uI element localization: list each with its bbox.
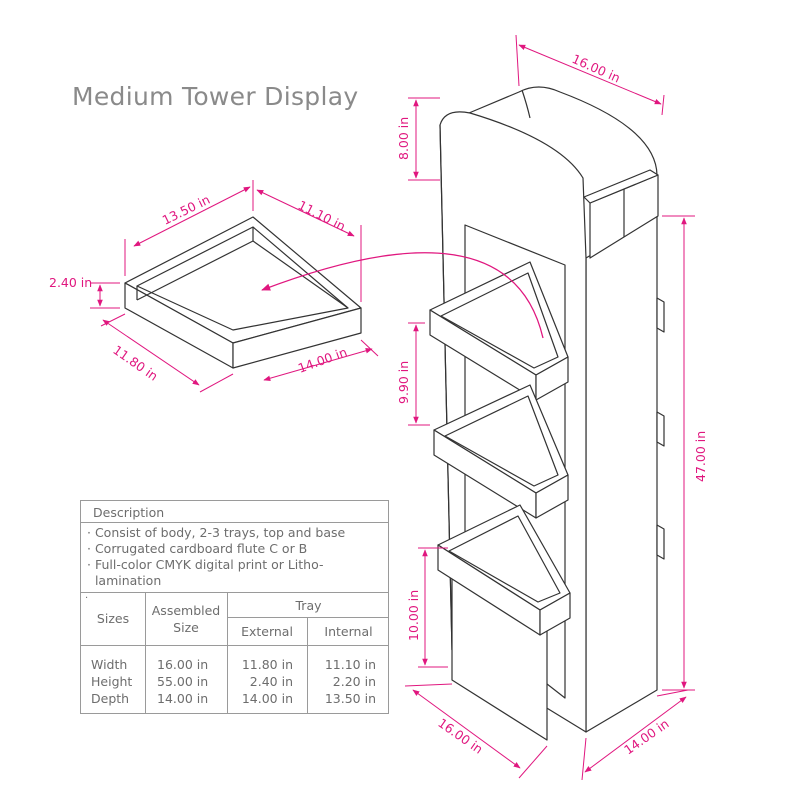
external-width: 11.80 in	[241, 657, 293, 672]
description-item: · Consist of body, 2-3 trays, top and ba…	[87, 525, 346, 540]
header-tray: Tray	[295, 598, 322, 613]
spec-table: Description · Consist of body, 2-3 trays…	[80, 500, 389, 714]
row-label-height: Height	[91, 674, 133, 689]
header-internal: Internal	[324, 624, 373, 639]
dim-label-base-height: 10.00 in	[406, 590, 421, 641]
external-depth: 14.00 in	[241, 691, 293, 706]
tower-drawing	[429, 86, 665, 741]
dim-label-tray-spacing: 9.90 in	[396, 361, 411, 404]
header-sizes: Sizes	[96, 611, 130, 626]
row-label-depth: Depth	[91, 691, 130, 706]
tray-drawing	[124, 216, 362, 369]
dim-label-tray-width-outer: 11.80 in	[110, 342, 161, 384]
dim-label-base-depth: 14.00 in	[621, 716, 672, 758]
description-item: · Full-color CMYK digital print or Litho…	[87, 557, 324, 572]
dim-label-body-height: 47.00 in	[693, 431, 708, 482]
dim-label-tray-width-inner: 11.10 in	[296, 197, 348, 234]
stray-mark: ·	[85, 593, 89, 604]
assembled-depth: 14.00 in	[157, 691, 209, 706]
header-assembled-size: Size	[173, 620, 199, 635]
row-label-width: Width	[91, 657, 128, 672]
description-item: lamination	[87, 573, 162, 588]
tray-dimension-lines	[90, 180, 379, 393]
header-external: External	[241, 624, 293, 639]
internal-height: 2.20 in	[332, 674, 376, 689]
assembled-height: 55.00 in	[157, 674, 209, 689]
tray-callout-arrow	[261, 252, 544, 339]
header-assembled: Assembled	[151, 603, 221, 618]
dim-label-tray-height: 2.40 in	[49, 275, 92, 290]
tower-right-side	[585, 215, 658, 733]
internal-width: 11.10 in	[324, 657, 376, 672]
assembled-width: 16.00 in	[157, 657, 209, 672]
internal-depth: 13.50 in	[324, 691, 376, 706]
description-item: · Corrugated cardboard flute C or B	[87, 541, 308, 556]
dim-label-top-width: 16.00 in	[570, 51, 623, 86]
tower-dimension-lines	[404, 34, 695, 781]
description-header: Description	[93, 505, 165, 520]
dim-label-base-width: 16.00 in	[435, 715, 486, 757]
diagram-title: Medium Tower Display	[72, 82, 359, 111]
dim-label-top-height: 8.00 in	[396, 117, 411, 160]
external-height: 2.40 in	[249, 674, 293, 689]
